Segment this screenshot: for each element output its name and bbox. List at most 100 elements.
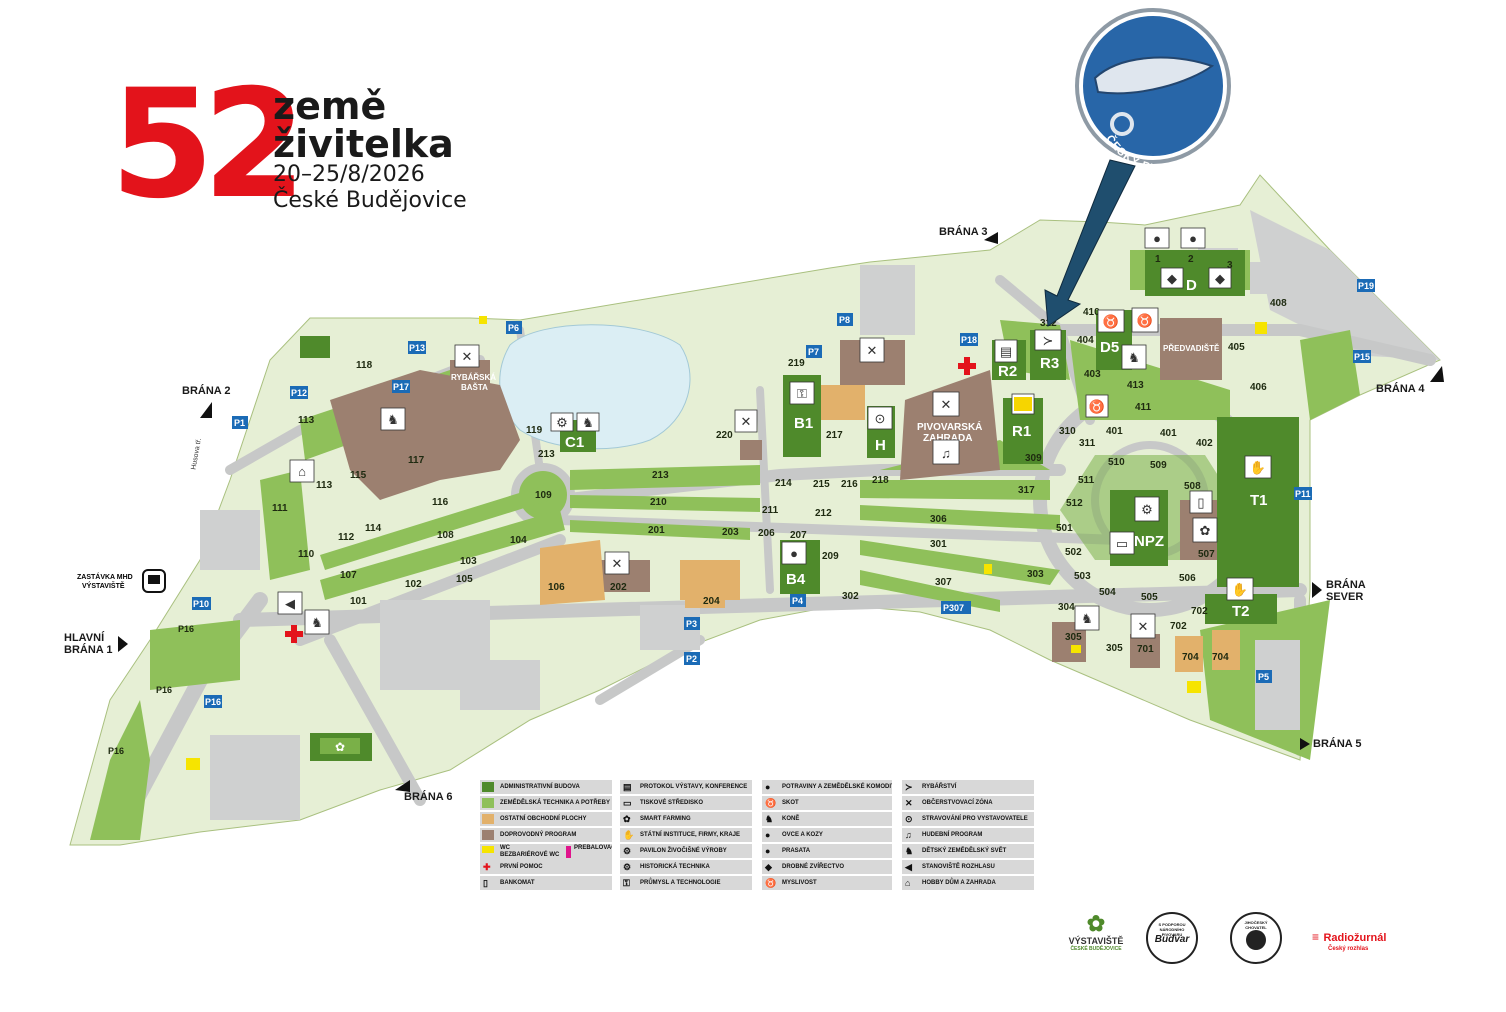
zone-303: 303	[1027, 569, 1044, 580]
parking-p5: P5	[1258, 672, 1269, 682]
sponsor-radiozurnal[interactable]: ≡ Radiožurnál Český rozhlas	[1312, 930, 1387, 952]
building-r1: R1	[1012, 423, 1031, 440]
dining-icon	[867, 406, 893, 430]
zone-302: 302	[842, 591, 859, 602]
zone-403: 403	[1084, 369, 1101, 380]
zone-310: 310	[1059, 426, 1076, 437]
svg-text:♉: ♉	[1137, 313, 1153, 328]
gate-2-label[interactable]: BRÁNA 2	[182, 384, 231, 397]
parking-p16a: P16	[178, 624, 194, 634]
zone-104: 104	[510, 535, 527, 546]
gate-north-label-line1[interactable]: BRÁNA	[1326, 578, 1366, 591]
gate-6-label[interactable]: BRÁNA 6	[404, 790, 453, 803]
zone-502: 502	[1065, 547, 1082, 558]
svg-text:▭: ▭	[1116, 536, 1128, 551]
building-r2: R2	[998, 363, 1017, 380]
zone-labels: 101 102 103 104 105 106 107 108 109 110 …	[272, 254, 1287, 663]
zone-405: 405	[1228, 342, 1245, 353]
svg-text:✿: ✿	[335, 740, 345, 754]
logo-title-line1: země	[273, 84, 387, 128]
zone-217: 217	[826, 430, 843, 441]
press-tv-icon	[1109, 531, 1135, 555]
sponsor-budvar[interactable]: S PODPOROU NÁRODNÍHO PIVOVARU Budvar	[1146, 912, 1198, 964]
legend-horses: ♞KONĚ	[762, 812, 892, 826]
zone-114: 114	[365, 523, 382, 534]
parking-p19: P19	[1358, 281, 1374, 291]
legend-other: OSTATNÍ OBCHODNÍ PLOCHY	[480, 812, 612, 826]
street-label: Husova tř.	[191, 438, 203, 471]
rocking-horse-icon	[380, 407, 406, 431]
legend-protocol: ▤PROTOKOL VÝSTAVY, KONFERENCE	[620, 780, 752, 794]
zone-202: 202	[610, 582, 627, 593]
zone-215: 215	[813, 479, 830, 490]
svg-text:◆: ◆	[1167, 271, 1177, 286]
radio-mark-icon: ≡	[1312, 930, 1320, 944]
zone-511: 511	[1078, 475, 1095, 486]
legend-small-animals: ◆DROBNÉ ZVÍŘECTVO	[762, 860, 892, 874]
legend-fishing: ≻RYBÁŘSTVÍ	[902, 780, 1034, 794]
bus-stop-line2: VÝSTAVIŠTĚ	[82, 581, 125, 590]
zone-213b: 213	[652, 470, 669, 481]
parking-p2: P2	[686, 654, 697, 664]
zone-704b: 704	[1212, 652, 1229, 663]
zone-507: 507	[1198, 549, 1215, 560]
zone-305b: 305	[1106, 643, 1123, 654]
area-rybarska-line1: RYBÁŘSKÁ	[451, 373, 496, 382]
svg-text:♉: ♉	[1103, 314, 1119, 329]
parking-p15: P15	[1354, 352, 1370, 362]
zone-404: 404	[1077, 335, 1094, 346]
svg-text:✋: ✋	[1232, 582, 1248, 597]
legend-wc: WC BEZBARIÉROVÉ WC PŘEBALOVACÍ PULT	[480, 844, 612, 860]
zone-109: 109	[535, 490, 552, 501]
legend-industry: ⚿PRŮMYSL A TECHNOLOGIE	[620, 876, 752, 890]
svg-text:⊙: ⊙	[875, 411, 886, 426]
fish-icon	[1093, 56, 1215, 95]
gate-1-label-line2[interactable]: BRÁNA 1	[64, 643, 113, 656]
gate-4-label[interactable]: BRÁNA 4	[1376, 382, 1425, 395]
zone-307: 307	[935, 577, 952, 588]
fish-icon	[1034, 329, 1062, 351]
zone-304: 304	[1058, 602, 1075, 613]
zone-512: 512	[1066, 498, 1083, 509]
legend-hunting: ♉MYSLIVOST	[762, 876, 892, 890]
pig-icon	[1144, 227, 1170, 249]
zone-212: 212	[815, 508, 832, 519]
cattle-icon	[1131, 307, 1159, 333]
zone-213a: 213	[538, 449, 555, 460]
gate-3-label[interactable]: BRÁNA 3	[939, 225, 988, 238]
area-predvadiste: PŘEDVADIŠTĚ	[1163, 344, 1220, 353]
pictogram-markers	[277, 227, 1272, 639]
gate-1-label-line1[interactable]: HLAVNÍ	[64, 631, 105, 644]
sponsor-chovatel[interactable]: JIHOČESKÝ CHOVATEL	[1230, 912, 1282, 964]
building-labels: B1 B4 C1 H R1 R2 R3 D D5 NPZ T1 T2	[565, 277, 1268, 620]
zone-119: 119	[526, 425, 543, 436]
sponsor-vystaviste[interactable]: ✿ VÝSTAVIŠTĚ ČESKÉ BUDĚJOVICE	[1055, 912, 1137, 953]
zone-204: 204	[703, 596, 720, 607]
parking-p307: P307	[943, 603, 964, 613]
wc-markers	[186, 316, 1267, 770]
zone-220: 220	[716, 430, 733, 441]
legend-livestock-pavilion: ⚙PAVILON ŽIVOČIŠNÉ VÝROBY	[620, 844, 752, 858]
building-t2: T2	[1232, 603, 1250, 620]
zone-206: 206	[758, 528, 775, 539]
zone-112: 112	[338, 532, 355, 543]
building-c1: C1	[565, 434, 584, 451]
building-b1: B1	[794, 415, 813, 432]
hobby-house-icon	[289, 459, 315, 483]
music-icon	[932, 439, 960, 465]
handshake-icon	[1244, 455, 1272, 479]
parking-p13: P13	[409, 343, 425, 353]
parking-p6: P6	[508, 323, 519, 333]
legend-kids-world: ♞DĚTSKÝ ZEMĚDĚLSKÝ SVĚT	[902, 844, 1034, 858]
zone-115: 115	[350, 470, 367, 481]
parking-p1: P1	[234, 418, 245, 428]
parking-signs: P1 P2 P3 P4 P5 P6 P8 P7 P10 P11 P12 P13 …	[108, 279, 1375, 756]
legend-historic: ⚙HISTORICKÁ TECHNIKA	[620, 860, 752, 874]
svg-text:⚙: ⚙	[1141, 502, 1153, 517]
gate-north-label-line2[interactable]: SEVER	[1326, 591, 1363, 603]
zone-504: 504	[1099, 587, 1116, 598]
gate-5-label[interactable]: BRÁNA 5	[1313, 737, 1362, 750]
svg-text:⌂: ⌂	[298, 464, 306, 479]
